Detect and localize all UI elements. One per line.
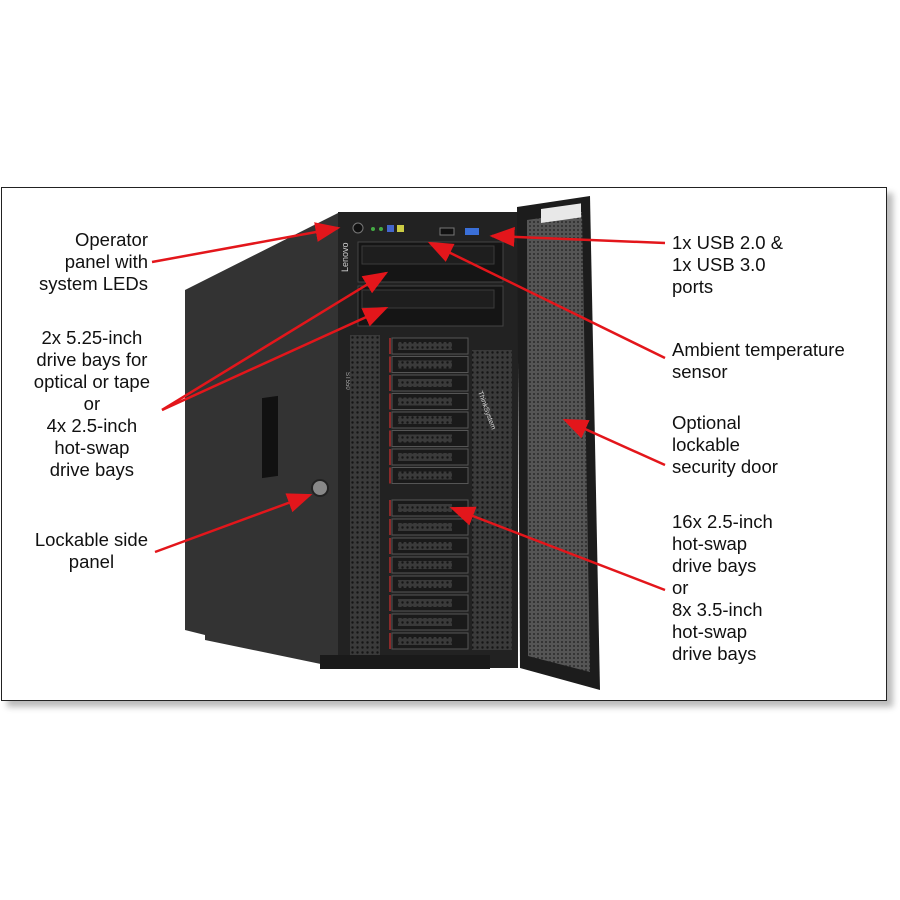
usb3-port [465, 228, 479, 235]
label-line: sensor [672, 361, 728, 382]
drive-bay-latch [389, 538, 391, 554]
drive-bay-handle [398, 561, 452, 569]
callout-arrows [151, 222, 666, 592]
label-line: 2x 5.25-inch [41, 327, 143, 348]
base-foot [320, 655, 490, 669]
optical-tray [361, 245, 495, 265]
label-line: or [83, 393, 101, 414]
drive-bay-handle [398, 523, 452, 531]
label-line: 4x 2.5-inch [46, 415, 138, 436]
door-window [541, 203, 581, 223]
label-line: 16x 2.5-inch [672, 511, 773, 532]
label-line: system LEDs [39, 273, 148, 294]
label-line: drive bays [672, 643, 757, 664]
error-led [397, 225, 404, 232]
drive-bay-handle [398, 397, 452, 406]
label-line: drive bays for [36, 349, 148, 370]
label-security-door: Optional lockable security door [672, 412, 778, 478]
label-line: panel [68, 551, 115, 572]
drive-bay-handle [398, 504, 452, 512]
label-line: 1x USB 3.0 [672, 254, 766, 275]
drive-bay-handle [398, 453, 452, 461]
door-mesh [527, 212, 590, 672]
label-line: panel with [64, 251, 148, 272]
power-button-icon [352, 222, 364, 234]
drive-bay-latch [389, 430, 391, 447]
drive-bay-handle [398, 542, 452, 550]
drive-bay-handle [398, 599, 452, 607]
arrow-operator-panel [151, 222, 341, 264]
arrow-usb [489, 226, 666, 247]
drive-bay-latch [389, 633, 391, 649]
label-line: ports [672, 276, 714, 297]
label-drive-bays-525: 2x 5.25-inch drive bays for optical or t… [34, 327, 150, 481]
arrow-door [562, 418, 666, 467]
drive-bay-latch [389, 500, 391, 516]
label-line: drive bays [672, 555, 757, 576]
arrow-drive-bay-1 [161, 271, 389, 412]
label-drive-bays-25: 16x 2.5-inch hot-swap drive bays or 8x 3… [672, 511, 773, 665]
label-temp-sensor: Ambient temperature sensor [672, 339, 845, 383]
label-line: security door [672, 456, 778, 477]
optical-tray [361, 289, 495, 309]
drive-bay-latch [389, 519, 391, 535]
label-line: lockable [672, 434, 740, 455]
model-text: ST550 [344, 372, 350, 390]
arrow-side-panel [154, 493, 313, 554]
drive-bay-handle [398, 580, 452, 588]
drive-bay-handle [398, 637, 452, 645]
label-line: Operator [74, 229, 148, 250]
label-side-panel: Lockable side panel [35, 529, 148, 573]
drive-bay-latch [389, 614, 391, 630]
status-led [371, 227, 375, 231]
drive-bays [389, 337, 469, 650]
label-line: hot-swap [54, 437, 130, 458]
brand-text: Lenovo [340, 242, 350, 272]
label-usb-ports: 1x USB 2.0 & 1x USB 3.0 ports [672, 232, 783, 298]
label-line: or [672, 577, 689, 598]
drive-bay-latch [389, 356, 391, 373]
drive-bay-latch [389, 467, 391, 484]
drive-bay-handle [398, 379, 452, 387]
label-line: 8x 3.5-inch [672, 599, 763, 620]
drive-bay-handle [398, 471, 452, 480]
side-lock-icon [311, 479, 329, 497]
drive-bay-latch [389, 412, 391, 428]
label-line: Ambient temperature [672, 339, 845, 360]
drive-bay-latch [389, 449, 391, 465]
drive-bay-latch [389, 375, 391, 391]
drive-bay-handle [398, 416, 452, 424]
drive-bay-latch [389, 393, 391, 410]
arrow-drive-bay-2 [161, 306, 389, 412]
drive-bay-latch [389, 576, 391, 592]
label-line: hot-swap [672, 621, 748, 642]
label-operator-panel: Operator panel with system LEDs [39, 229, 148, 295]
vent-right [472, 350, 512, 650]
drive-bay-latch [389, 595, 391, 611]
drive-bay-handle [398, 342, 452, 350]
label-line: drive bays [49, 459, 135, 480]
label-line: Optional [672, 412, 741, 433]
label-line: 1x USB 2.0 & [672, 232, 784, 253]
drive-bay-latch [389, 557, 391, 573]
status-led [379, 227, 383, 231]
id-led [387, 225, 394, 232]
drive-bay-handle [398, 360, 452, 369]
label-line: hot-swap [672, 533, 748, 554]
vent-left [350, 335, 380, 655]
drive-bay-latch [389, 338, 391, 354]
usb2-port [439, 227, 455, 236]
drive-bay-handle [398, 618, 452, 626]
arrow-drive-bays-25 [449, 506, 666, 592]
side-handle [262, 395, 278, 479]
label-line: Lockable side [34, 529, 148, 550]
label-line: optical or tape [33, 371, 150, 392]
drive-bay-handle [398, 434, 452, 443]
arrow-temp-sensor [427, 241, 666, 360]
